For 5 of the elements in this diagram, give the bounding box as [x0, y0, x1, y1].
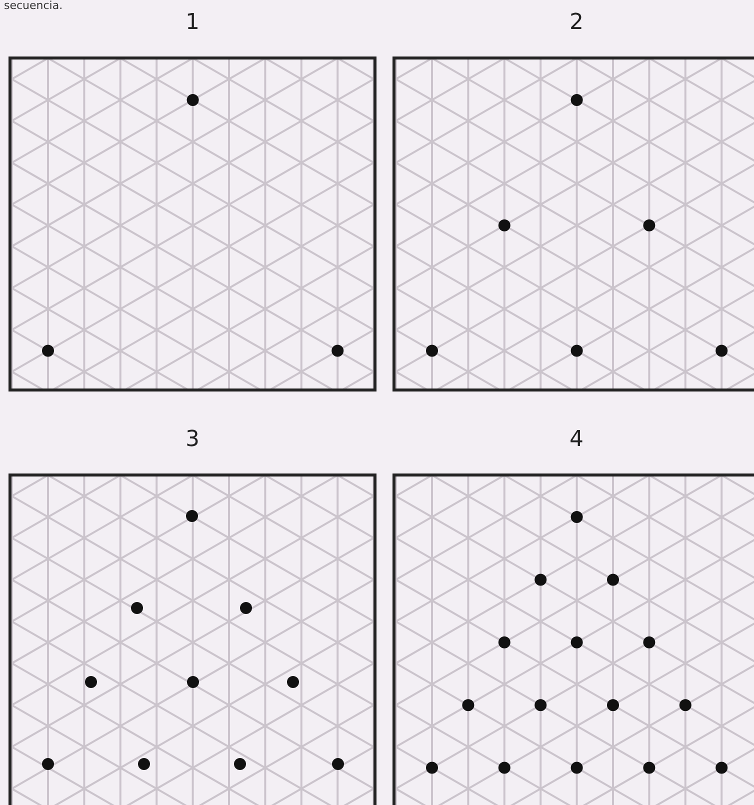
panel-number: 2 [570, 10, 584, 36]
panel-number: 3 [186, 427, 200, 453]
panel-number: 1 [186, 10, 200, 36]
note-text: secuencia. [4, 0, 63, 12]
panel-number: 4 [570, 427, 584, 453]
